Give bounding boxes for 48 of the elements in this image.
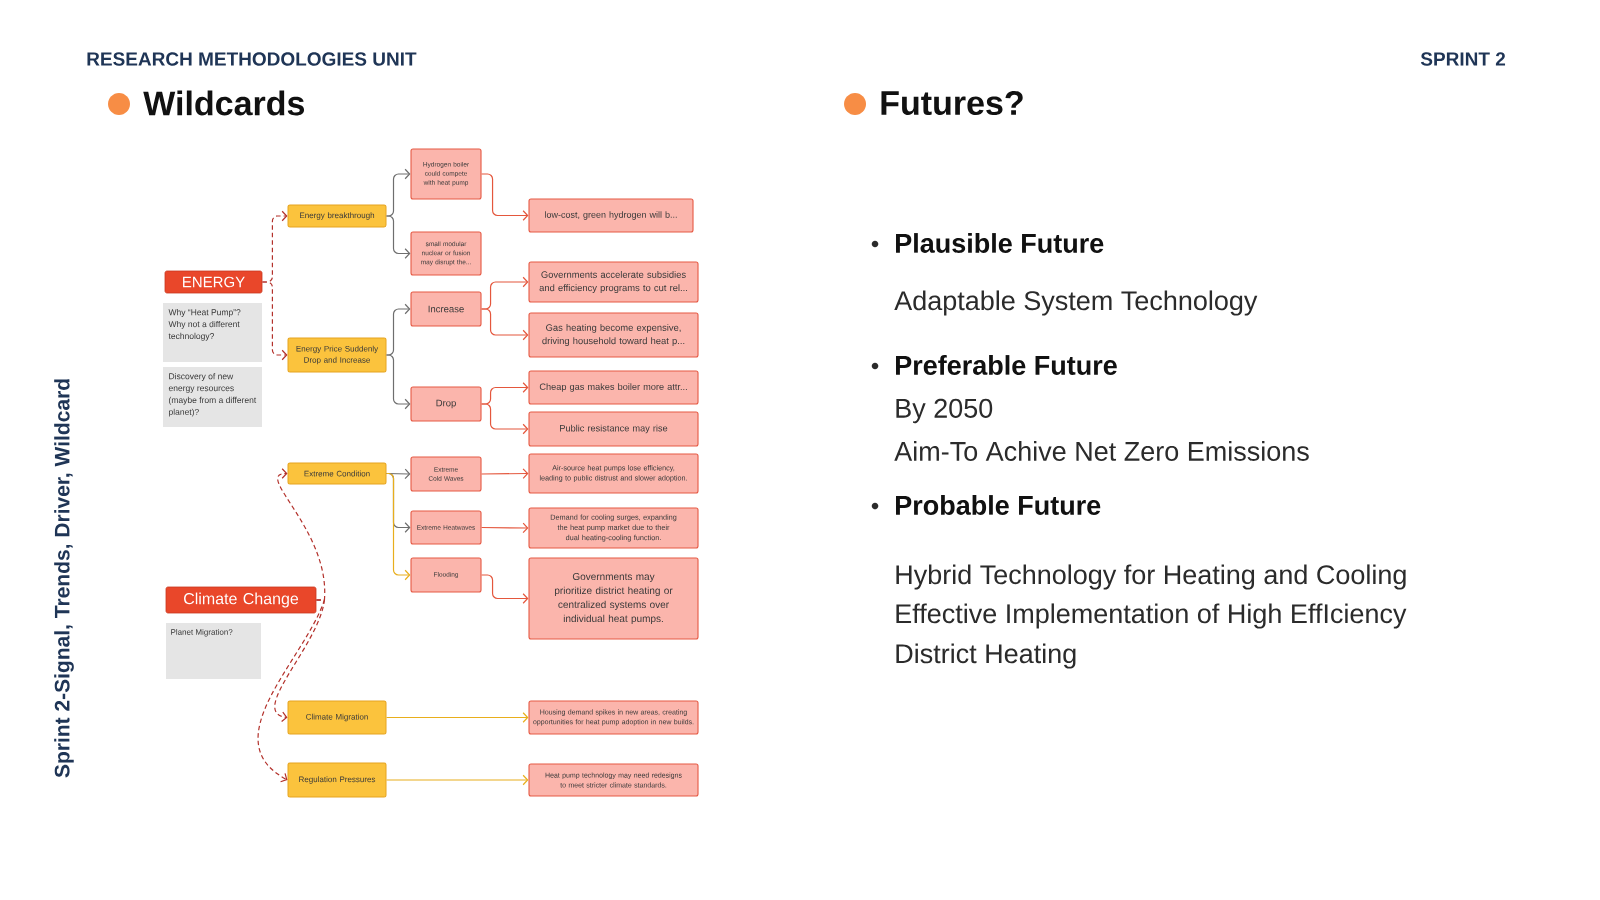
arrow — [480, 173, 529, 221]
body-text: Adaptable System Technology — [894, 290, 1258, 316]
driver-box: Climate Migration — [287, 700, 387, 735]
body-text: District Heating — [896, 643, 1076, 669]
arrow — [385, 468, 411, 480]
arrow — [480, 403, 529, 435]
outcome-box: Gas heating become expensive, driving household toward heat p... — [528, 312, 699, 358]
sprint-label: SPRINT 2 — [1420, 52, 1506, 66]
arrow — [385, 472, 411, 581]
unit-header: RESEARCH METHODOLOGIES UNIT — [87, 52, 417, 66]
arrow — [385, 712, 529, 723]
bullet-heading: Probable Future — [896, 495, 1101, 515]
body-text: Hybrid Technology for Heating and Cooling — [896, 564, 1406, 590]
bullet-heading: Preferable Future — [896, 355, 1117, 375]
dashed-arrow — [274, 599, 325, 723]
arrow — [480, 468, 529, 479]
note-card: Discovery of new energy resources (maybe from a different planet)? — [163, 367, 262, 427]
category-box: Climate Change — [165, 586, 317, 614]
side-title: Sprint 2-Signal, Trends, Driver, Wildcard — [54, 379, 74, 778]
outcome-box: Public resistance may rise — [528, 411, 699, 447]
arrow — [385, 774, 529, 786]
outcome-box: Governments may prioritize district heating or centralized systems over individual heat pumps. — [528, 557, 699, 640]
arrow — [385, 354, 411, 410]
dashed-arrow — [261, 281, 288, 361]
driver-box: Energy breakthrough — [287, 204, 387, 228]
outcome-box: Increase — [410, 291, 482, 327]
outcome-box: Cheap gas makes boiler more attr... — [528, 370, 699, 405]
outcome-box: Drop — [410, 386, 482, 422]
driver-box: Extreme Condition — [287, 462, 387, 485]
outcome-box: low-cost, green hydrogen will b... — [528, 198, 694, 233]
category-box: ENERGY — [164, 270, 263, 294]
driver-box: Regulation Pressures — [287, 762, 387, 798]
arrow — [480, 308, 529, 341]
arrow — [480, 574, 529, 604]
note-card: Why “Heat Pump”? Why not a different technology? — [163, 303, 262, 362]
outcome-box: Governments accelerate subsidies and efficiency programs to cut rel... — [528, 261, 699, 303]
body-text: By 2050 — [896, 398, 993, 424]
dashed-arrow — [277, 468, 325, 601]
driver-box: Energy Price Suddenly Drop and Increase — [287, 337, 387, 373]
section-heading: Wildcards — [143, 90, 305, 116]
body-text: Aim-To Achive Net Zero Emissions — [894, 441, 1309, 461]
arrow — [480, 522, 529, 534]
body-text: Effective Implementation of High EffIciency — [896, 603, 1407, 629]
section-heading: Futures? — [881, 90, 1023, 116]
dashed-arrow — [257, 599, 325, 783]
note-card: Planet Migration? — [166, 623, 261, 679]
bullet-heading: Plausible Future — [896, 233, 1104, 253]
arrow — [385, 215, 411, 259]
